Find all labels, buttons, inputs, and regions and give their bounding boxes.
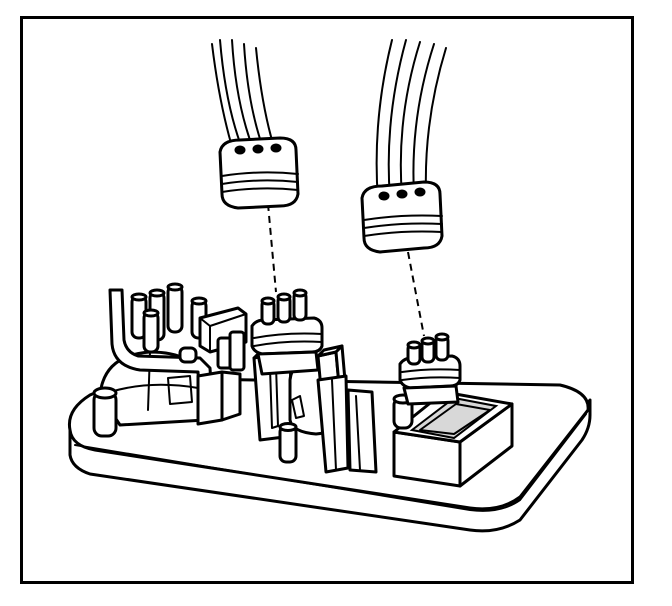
alignment-line-right [407, 251, 425, 337]
right-wire-harness-connector [360, 39, 447, 254]
left-wire-harness-connector [211, 39, 300, 210]
board-connector-right [398, 332, 462, 406]
relay-left [92, 282, 248, 438]
board-front-edge-line [74, 413, 587, 512]
board-connector-left [250, 288, 324, 376]
alignment-line-left [267, 203, 277, 293]
center-component-block [252, 342, 378, 474]
